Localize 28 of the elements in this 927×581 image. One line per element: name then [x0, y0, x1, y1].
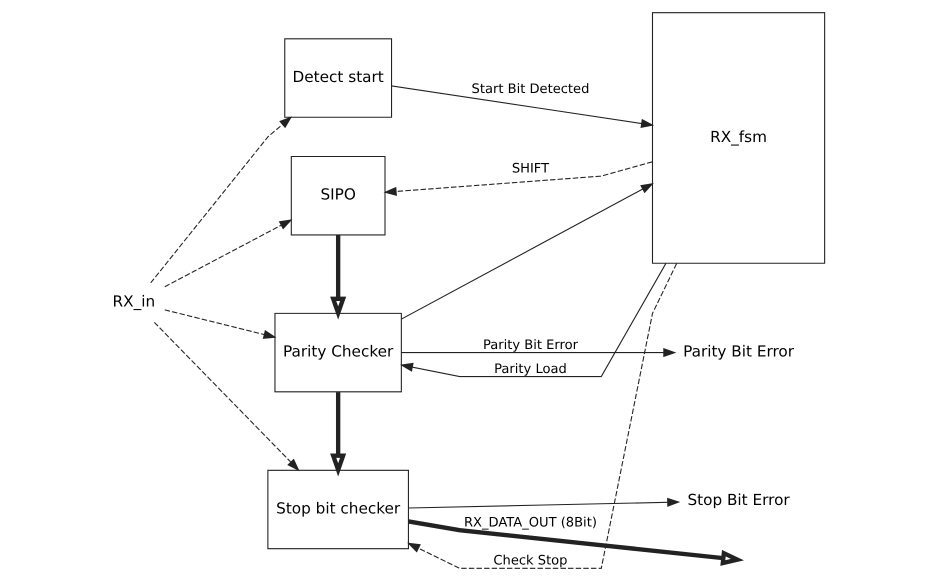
arrow [153, 322, 300, 472]
arrow [399, 263, 666, 378]
node-text: Stop Bit Error [686, 490, 790, 509]
edge-label: RX_DATA_OUT (8Bit) [463, 515, 596, 530]
arrow [391, 85, 654, 128]
arrow [330, 392, 346, 476]
arrow [383, 161, 652, 196]
node-box: Parity Checker [274, 312, 402, 392]
edge-label: Check Stop [492, 554, 567, 569]
node-box: Detect start [284, 38, 392, 118]
arrow [400, 348, 676, 358]
node-box: SIPO [290, 156, 386, 236]
edge-label: Start Bit Detected [471, 82, 589, 97]
edge-label: SHIFT [511, 161, 549, 176]
edge-label: Parity Load [494, 362, 566, 377]
arrow [400, 183, 654, 320]
node-text: Parity Bit Error [682, 342, 794, 361]
arrow [150, 116, 292, 284]
arrow [408, 519, 744, 566]
edge-label: Parity Bit Error [482, 338, 578, 353]
arrow [406, 263, 677, 569]
arrow [164, 219, 292, 288]
arrow [164, 309, 276, 339]
node-box: Stop bit checker [266, 470, 408, 550]
node-box: RX_fsm [651, 12, 825, 264]
arrow [408, 498, 680, 509]
arrow [330, 235, 346, 320]
node-text: RX_in [112, 292, 155, 311]
